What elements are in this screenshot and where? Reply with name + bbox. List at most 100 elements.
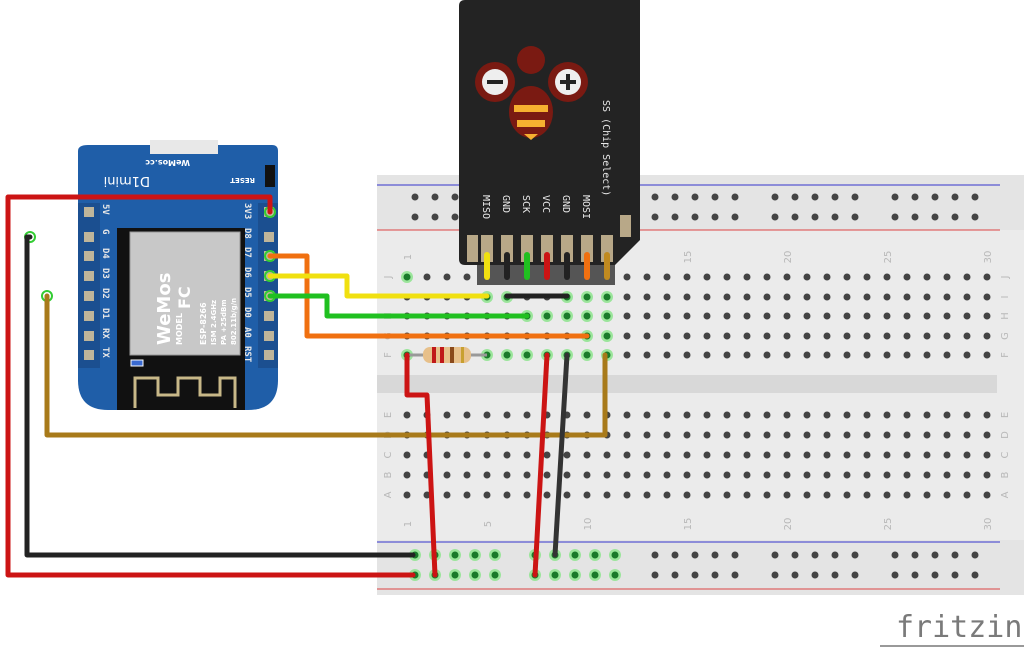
pin-label: D1 <box>100 308 110 319</box>
breadboard-hole <box>643 451 651 459</box>
breadboard-hole <box>983 312 991 320</box>
breadboard-hole <box>623 293 631 301</box>
pin-label: D8 <box>242 228 252 239</box>
bottom-power-rail <box>377 540 1024 595</box>
rail-hole <box>911 213 919 221</box>
rail-hole <box>411 213 419 221</box>
breadboard-hole <box>803 411 811 419</box>
pin-d1 <box>84 311 94 321</box>
breadboard-hole <box>743 491 751 499</box>
breadboard-hole <box>883 312 891 320</box>
breadboard-hole <box>643 332 651 340</box>
pin-tx <box>84 350 94 360</box>
breadboard-hole <box>983 332 991 340</box>
breadboard-hole <box>903 411 911 419</box>
pin-d8 <box>264 232 274 242</box>
pin-rx <box>84 331 94 341</box>
wire-vcc-rail[interactable] <box>532 352 550 578</box>
breadboard-hole <box>403 411 411 419</box>
breadboard-hole <box>843 451 851 459</box>
breadboard-hole <box>563 312 571 320</box>
breadboard-hole <box>603 293 611 301</box>
breadboard-hole <box>863 411 871 419</box>
breadboard-hole <box>983 491 991 499</box>
breadboard-hole <box>823 491 831 499</box>
breadboard-hole <box>643 312 651 320</box>
breadboard-hole <box>583 471 591 479</box>
breadboard-hole <box>723 273 731 281</box>
breadboard-hole <box>443 471 451 479</box>
rail-hole <box>951 551 959 559</box>
rail-hole <box>931 551 939 559</box>
breadboard-hole <box>603 451 611 459</box>
breadboard-hole <box>883 471 891 479</box>
rail-hole <box>491 571 499 579</box>
reset-button[interactable] <box>265 165 275 187</box>
wire-gnd-black[interactable] <box>24 234 416 558</box>
breadboard-hole <box>903 332 911 340</box>
breadboard-hole <box>883 351 891 359</box>
row-letter: J <box>383 276 394 280</box>
breadboard-hole <box>743 471 751 479</box>
breadboard-hole <box>883 451 891 459</box>
bee-logo-icon <box>475 46 588 140</box>
breadboard-hole <box>503 411 511 419</box>
breadboard-hole <box>763 491 771 499</box>
wire-d2-ss-brown[interactable] <box>44 293 608 438</box>
breadboard-hole <box>783 411 791 419</box>
breadboard-hole <box>823 451 831 459</box>
breadboard-hole <box>883 431 891 439</box>
wire-gnd-rail[interactable] <box>552 352 570 558</box>
rail-hole <box>691 551 699 559</box>
wire-d6-miso-yellow[interactable] <box>267 273 490 299</box>
breadboard-hole <box>723 351 731 359</box>
breadboard-hole <box>743 273 751 281</box>
row-letter: B <box>383 471 394 478</box>
pin-label: D7 <box>242 247 252 258</box>
breadboard-hole <box>723 471 731 479</box>
breadboard-hole <box>723 332 731 340</box>
breadboard-hole <box>963 332 971 340</box>
rail-hole <box>431 213 439 221</box>
wire-3v3-red[interactable] <box>5 194 416 578</box>
center-channel <box>377 375 997 393</box>
breadboard-hole <box>903 312 911 320</box>
wire-d5-sck-green[interactable] <box>267 293 530 319</box>
breadboard-hole <box>403 451 411 459</box>
column-number: 20 <box>783 251 794 264</box>
column-number: 30 <box>983 518 994 531</box>
pin-label: G <box>100 229 110 234</box>
row-letter: H <box>1000 312 1011 320</box>
breadboard-hole <box>423 491 431 499</box>
breadboard-hole <box>403 273 411 281</box>
rail-hole <box>891 551 899 559</box>
column-number: 15 <box>683 518 694 531</box>
rail-hole <box>431 193 439 201</box>
breadboard-hole <box>983 273 991 281</box>
column-number: 25 <box>883 518 894 531</box>
column-number: 10 <box>583 518 594 531</box>
rail-hole <box>731 193 739 201</box>
wire-resistor-vcc[interactable] <box>404 352 438 578</box>
breadboard-hole <box>403 471 411 479</box>
breadboard-hole <box>923 451 931 459</box>
breadboard-hole <box>843 471 851 479</box>
breadboard-hole <box>703 431 711 439</box>
breadboard-hole <box>643 273 651 281</box>
rail-hole <box>711 551 719 559</box>
breadboard-hole <box>863 273 871 281</box>
pin-label: D0 <box>242 307 252 318</box>
breadboard-hole <box>983 411 991 419</box>
breadboard-hole <box>943 293 951 301</box>
rail-hole <box>471 551 479 559</box>
breadboard-hole <box>963 351 971 359</box>
pin-label: 3V3 <box>242 203 252 219</box>
breadboard-hole <box>443 451 451 459</box>
rail-hole <box>971 213 979 221</box>
row-letter: B <box>1000 471 1011 478</box>
breadboard-hole <box>703 332 711 340</box>
breadboard-hole <box>503 451 511 459</box>
row-letter: E <box>1000 412 1011 418</box>
rail-hole <box>851 571 859 579</box>
breadboard-hole <box>703 273 711 281</box>
